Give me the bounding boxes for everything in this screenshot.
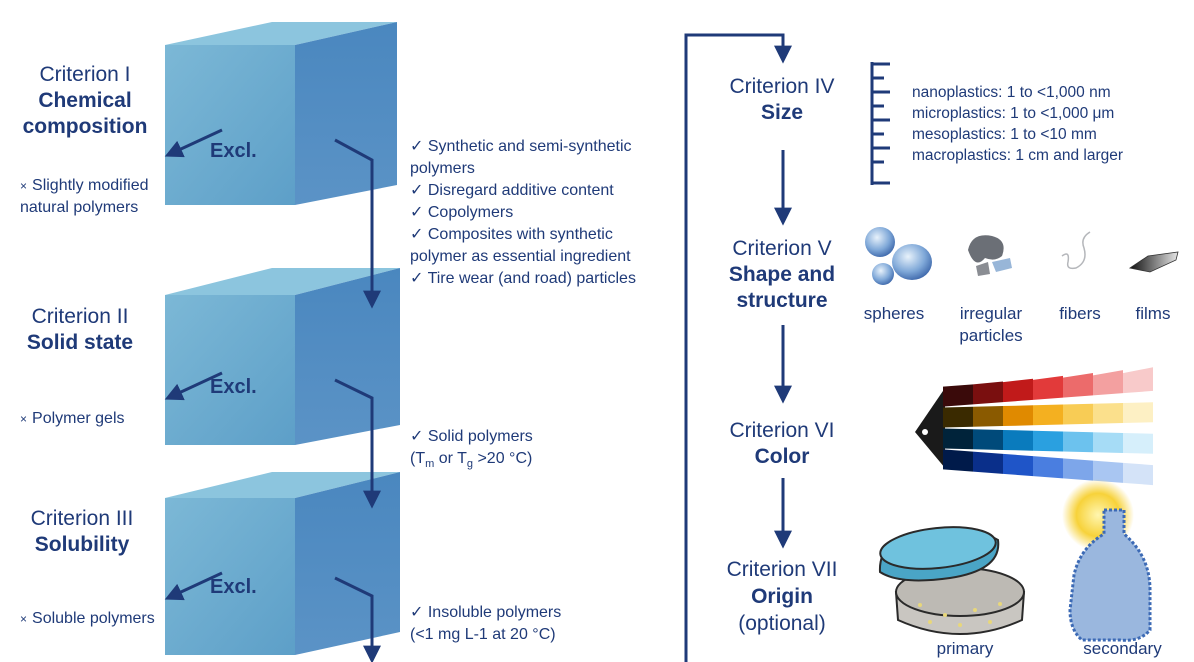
criterion-5-title: Criterion V Shape and structure — [702, 236, 862, 314]
criterion-1-subtitle-line1: Chemical — [38, 89, 132, 112]
criterion-6-title: Criterion VI Color — [702, 418, 862, 470]
color-fan-handle — [915, 388, 945, 468]
cube-criterion-3 — [165, 472, 400, 655]
color-swatch — [1003, 405, 1033, 427]
criterion-7-subtitle: Origin — [751, 585, 813, 608]
connector-arrow — [684, 33, 792, 662]
excluded-list-2: ×Polymer gels — [20, 410, 125, 427]
excl-arrow-1 — [164, 128, 223, 158]
pass-arrow-2 — [334, 378, 381, 509]
criterion-3-title: Criterion III Solubility — [2, 506, 162, 558]
color-swatch — [973, 451, 1003, 474]
origin-label-secondary: secondary — [1083, 639, 1162, 658]
color-swatch — [1093, 460, 1123, 483]
included-list-2: ✓ Solid polymers (Tm or Tg >20 °C) — [410, 428, 533, 471]
color-swatch — [943, 406, 973, 428]
color-swatch — [943, 428, 973, 450]
pass-arrow-3 — [334, 576, 381, 662]
color-swatch — [1063, 373, 1093, 398]
excl-label-1: Excl. — [210, 140, 257, 162]
color-swatch — [1093, 403, 1123, 424]
criterion-5-subtitle-line2: structure — [736, 289, 828, 312]
criterion-1-subtitle-line2: composition — [22, 115, 148, 138]
shape-label-films: films — [1135, 304, 1171, 323]
criterion-2-title: Criterion II Solid state — [0, 304, 160, 356]
color-swatch — [1123, 432, 1153, 454]
color-swatch — [1033, 430, 1063, 452]
included-list-1: ✓ Synthetic and semi-synthetic polymers … — [410, 138, 636, 287]
spheres-icon — [865, 227, 932, 285]
color-swatch — [1123, 462, 1153, 486]
films-icon — [1128, 251, 1179, 273]
color-swatch — [943, 449, 973, 472]
criterion-7-note: (optional) — [738, 612, 826, 635]
primary-container-icon — [878, 526, 1026, 635]
criterion-4-subtitle: Size — [760, 101, 804, 124]
color-swatch — [1003, 429, 1033, 451]
color-swatch — [973, 381, 1003, 405]
secondary-bottle-icon — [1062, 479, 1152, 642]
color-swatch — [1003, 453, 1033, 477]
color-swatch — [1123, 367, 1153, 394]
excl-label-2: Excl. — [210, 376, 257, 398]
origin-label-primary: primary — [936, 639, 994, 658]
color-swatch — [943, 384, 973, 407]
pass-arrow-1 — [334, 138, 381, 309]
criterion-2-subtitle: Solid state — [26, 331, 134, 354]
criterion-4-title: Criterion IV Size — [702, 74, 862, 126]
ruler-icon — [870, 62, 890, 185]
shape-label-fibers: fibers — [1059, 304, 1101, 323]
color-swatch — [1033, 404, 1063, 426]
criterion-5-subtitle-line1: Shape and — [728, 263, 836, 286]
criterion-3-subtitle: Solubility — [34, 533, 130, 556]
color-swatch — [1063, 458, 1093, 481]
criterion-7-title: Criterion VII Origin (optional) — [702, 556, 862, 637]
criterion-6-subtitle: Color — [754, 445, 810, 468]
color-swatch — [1123, 402, 1153, 424]
color-swatch — [1093, 432, 1123, 453]
color-swatch — [1033, 456, 1063, 479]
cube-criterion-1 — [165, 22, 397, 205]
color-swatch — [1063, 403, 1093, 425]
shape-label-spheres: spheres — [863, 304, 925, 323]
excluded-list-1: ×Slightly modified natural polymers — [20, 177, 149, 216]
excl-label-3: Excl. — [210, 576, 257, 598]
color-swatch — [973, 429, 1003, 450]
cube-criterion-2 — [165, 268, 400, 445]
color-fan-icon — [915, 367, 1153, 486]
fibers-icon — [1061, 231, 1091, 270]
color-fan-pivot — [922, 429, 928, 435]
excl-arrow-3 — [164, 571, 223, 601]
color-swatch — [1003, 378, 1033, 403]
excluded-list-3: ×Soluble polymers — [20, 610, 155, 627]
color-swatch — [973, 406, 1003, 427]
criterion-1-title: Criterion I Chemical composition — [5, 62, 165, 140]
size-classes-list: nanoplastics: 1 to <1,000 nm microplasti… — [912, 84, 1124, 164]
excl-arrow-2 — [164, 371, 223, 401]
included-list-3: ✓ Insoluble polymers (<1 mg L-1 at 20 °C… — [410, 604, 562, 643]
color-swatch — [1063, 431, 1093, 453]
color-swatch — [1093, 370, 1123, 396]
color-swatch — [1033, 375, 1063, 400]
irregular-particles-icon — [968, 235, 1012, 276]
